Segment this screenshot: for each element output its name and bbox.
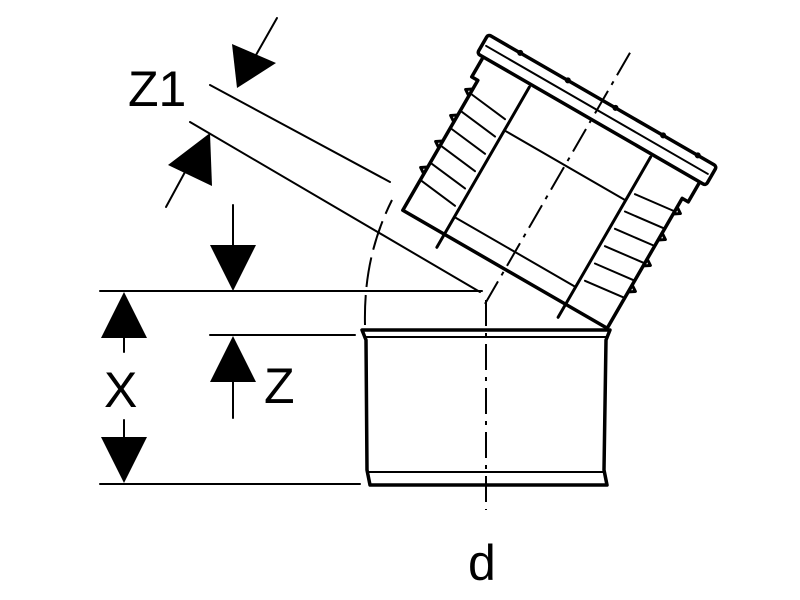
rim-bumps [517,49,701,159]
d-label: d [468,535,496,591]
right-ribs [583,193,676,299]
z1-dimension [165,17,278,208]
z-label: Z [264,358,295,414]
x-label: X [104,362,137,418]
x-dimension [101,292,147,483]
bend-outer-arc [363,199,393,326]
z-dimension [210,204,256,419]
extension-lines [99,84,483,485]
left-ribs [419,92,507,207]
z1-label: Z1 [128,61,186,117]
thread-notches [419,87,682,294]
angled-socket [401,33,718,331]
